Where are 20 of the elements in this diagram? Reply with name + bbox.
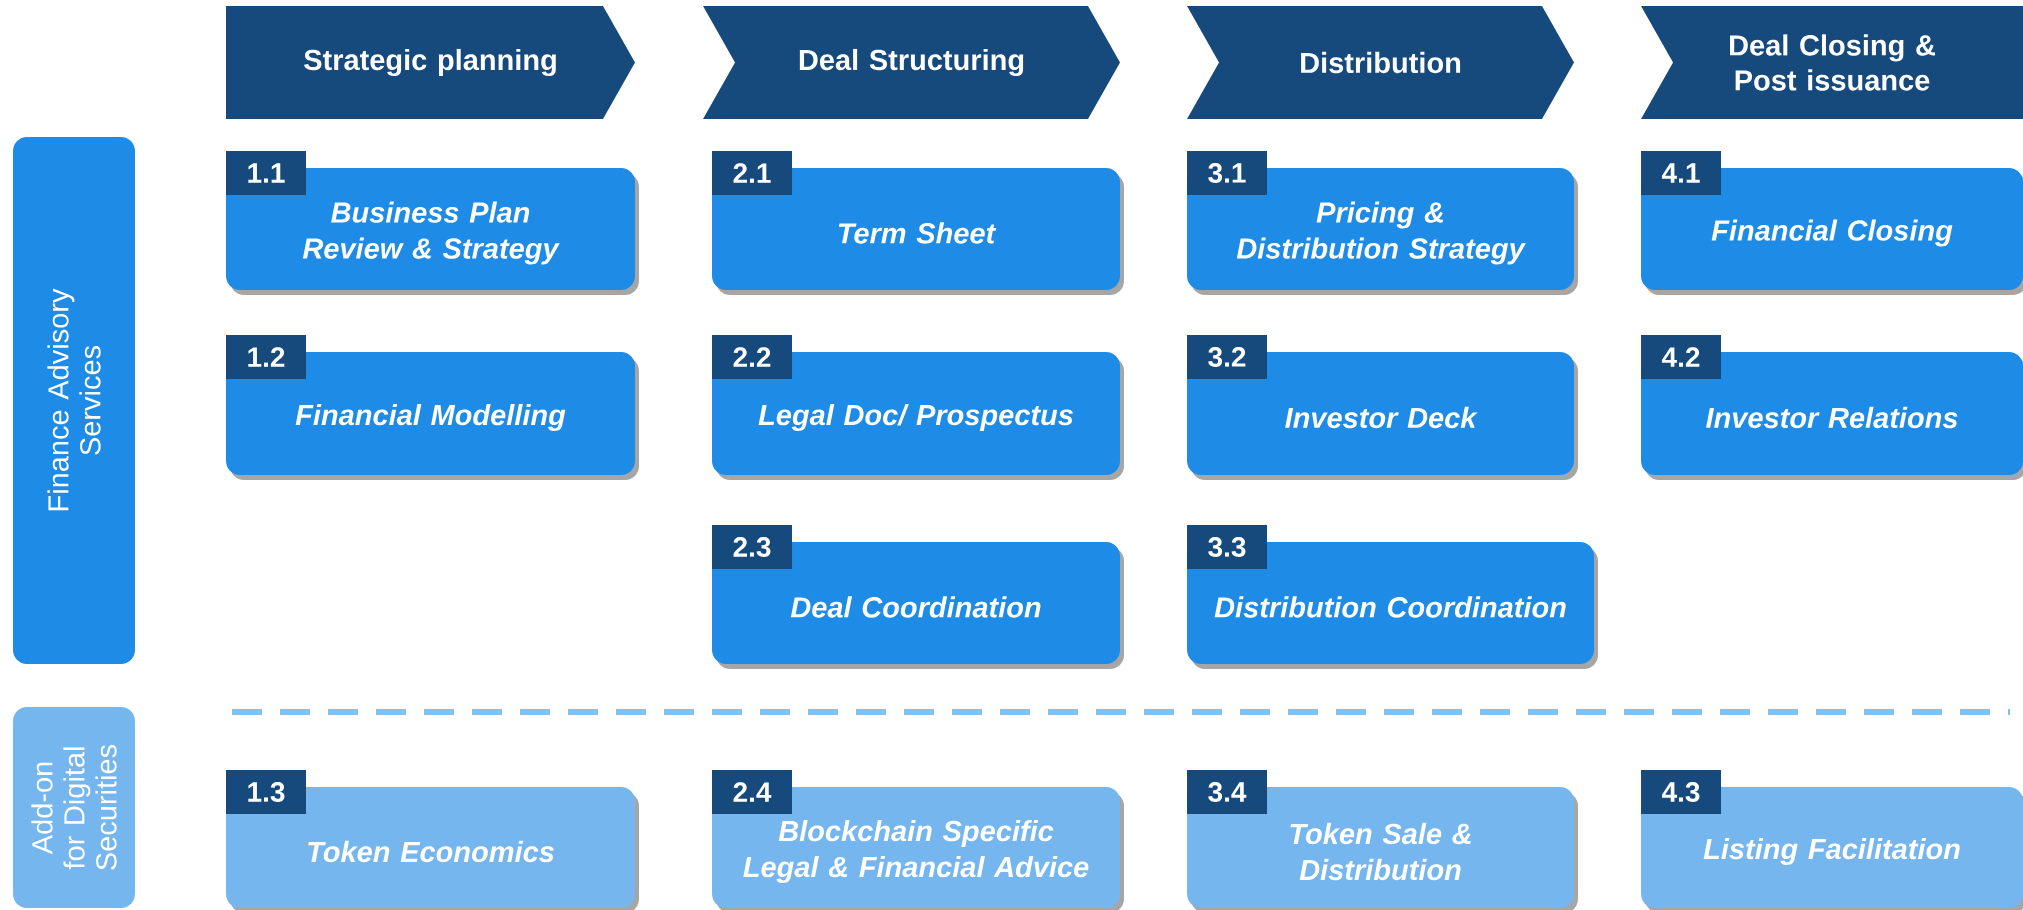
category-band: Finance Advisory Services [13, 137, 135, 664]
stage-header: Strategic planning [226, 6, 635, 119]
service-card: 2.3 Deal Coordination [712, 525, 1124, 669]
service-card: 1.1 Business Plan Review & Strategy [226, 151, 639, 295]
service-card: 3.3 Distribution Coordination [1187, 525, 1598, 669]
service-card: 4.1 Financial Closing [1641, 151, 2023, 295]
stage-header: Deal Closing & Post issuance [1641, 6, 2023, 119]
stage-header: Distribution [1187, 6, 1574, 119]
service-card: 2.2 Legal Doc/ Prospectus [712, 335, 1124, 480]
service-card: 4.2 Investor Relations [1641, 335, 2023, 480]
service-card: 1.3 Token Economics [226, 770, 639, 910]
service-card: 2.4 Blockchain Specific Legal & Financial Advice [712, 770, 1124, 910]
service-card: 4.3 Listing Facilitation [1641, 770, 2023, 910]
service-card: 3.4 Token Sale & Distribution [1187, 770, 1578, 910]
service-card: 3.1 Pricing & Distribution Strategy [1187, 151, 1578, 295]
service-card: 3.2 Investor Deck [1187, 335, 1578, 480]
category-band: Add-on for Digital Securities [13, 707, 135, 908]
stage-header: Deal Structuring [703, 6, 1120, 119]
service-card: 1.2 Financial Modelling [226, 335, 639, 480]
service-card: 2.1 Term Sheet [712, 151, 1124, 295]
